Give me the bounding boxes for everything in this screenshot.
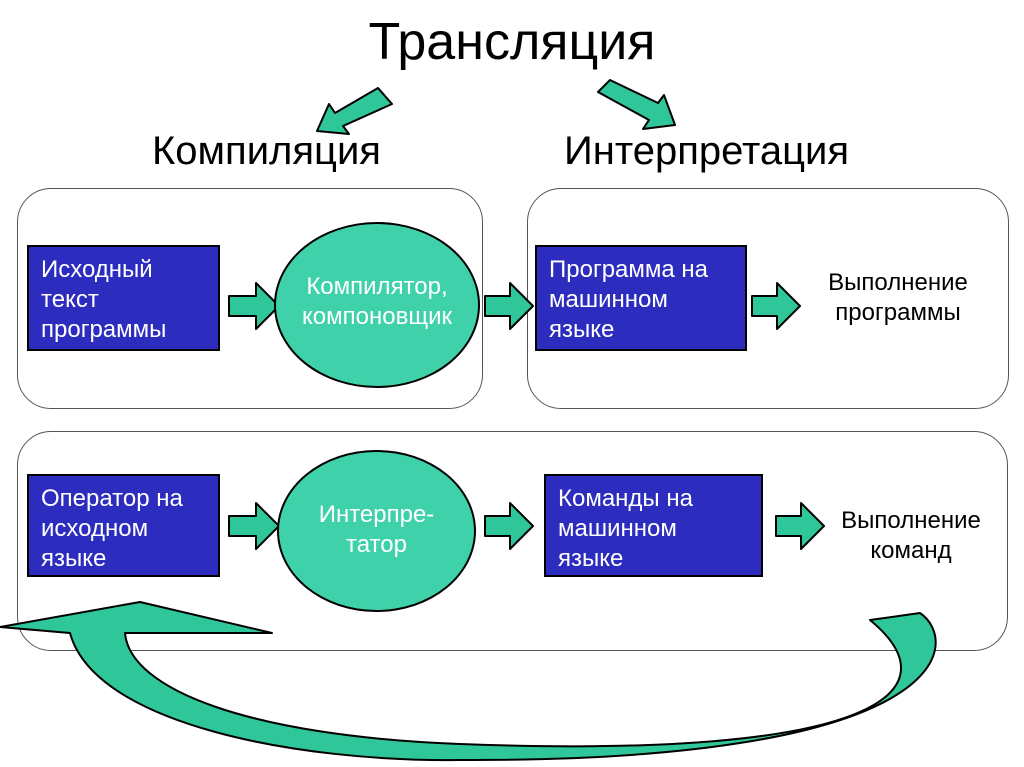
program-execution-text: Выполнение программы bbox=[828, 269, 968, 326]
diagram-title: Трансляция bbox=[368, 13, 656, 71]
interpreter-ellipse bbox=[277, 450, 476, 612]
heading-compilation: Компиляция bbox=[152, 129, 381, 173]
heading-interpretation: Интерпретация bbox=[564, 129, 850, 173]
machine-commands-box: Команды на машинном языке bbox=[544, 474, 763, 577]
interpretation-panel bbox=[17, 431, 1008, 651]
source-operator-box: Оператор на исходном языке bbox=[27, 474, 220, 577]
compiler-label: Компилятор, компоновщик bbox=[302, 273, 452, 330]
compiler-ellipse bbox=[274, 222, 480, 388]
compilation-panel bbox=[17, 188, 483, 409]
arrow-to-interpretation-icon bbox=[597, 79, 676, 130]
loop-arrow-icon bbox=[0, 601, 937, 762]
command-execution-text: Выполнение команд bbox=[841, 507, 981, 564]
flow-arrow-icon bbox=[751, 282, 801, 330]
arrow-to-compilation-icon bbox=[316, 87, 393, 135]
source-code-box: Исходный текст программы bbox=[27, 245, 220, 351]
flow-arrow-icon bbox=[484, 502, 534, 550]
execution-panel bbox=[527, 188, 1009, 409]
flow-arrow-icon bbox=[775, 502, 825, 550]
machine-program-box: Программа на машинном языке bbox=[535, 245, 747, 351]
interpreter-label: Интерпре- татор bbox=[318, 501, 435, 558]
flow-arrow-icon bbox=[484, 282, 534, 330]
flow-arrow-icon bbox=[228, 282, 280, 330]
flow-arrow-icon bbox=[228, 502, 280, 550]
